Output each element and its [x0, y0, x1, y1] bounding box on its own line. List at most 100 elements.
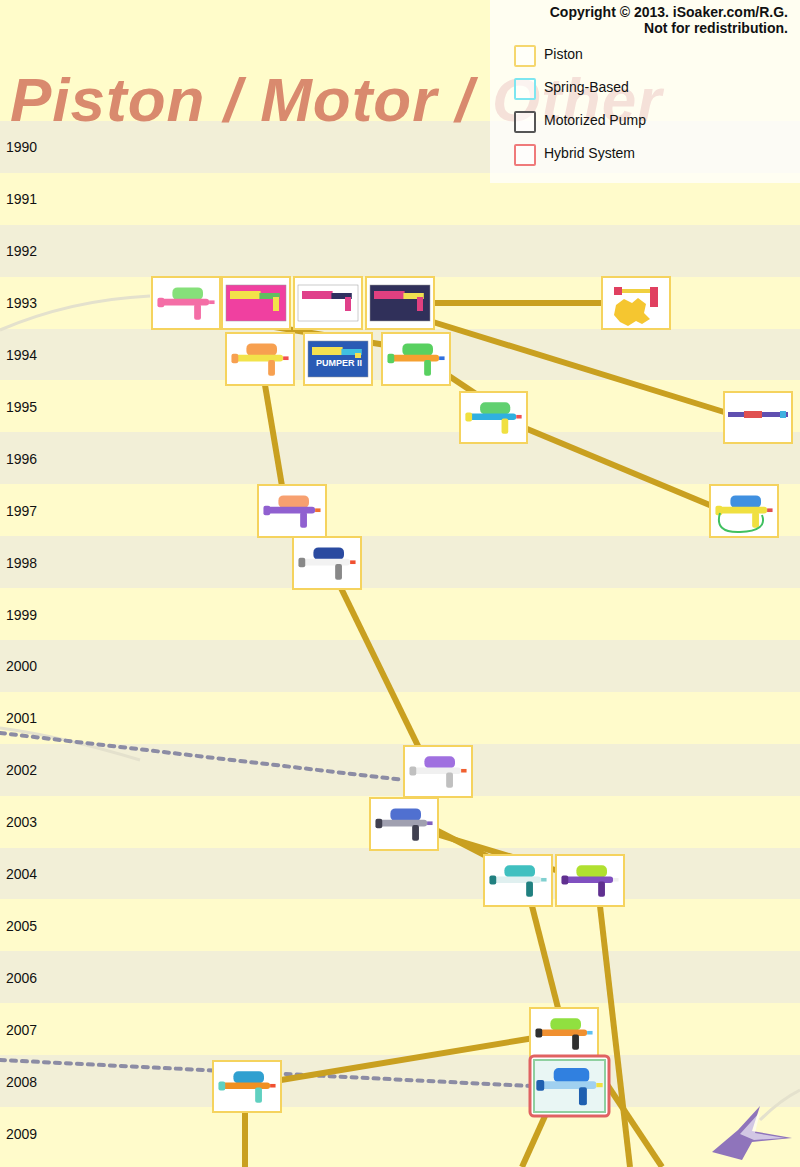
water-gun-thumbnail — [710, 485, 778, 537]
background-swoosh — [0, 728, 140, 760]
gun-grip — [598, 882, 605, 897]
year-label: 2004 — [6, 866, 37, 883]
water-gun-thumbnail — [484, 855, 552, 906]
lineage-line — [522, 1116, 545, 1167]
water-gun-thumbnail — [152, 277, 220, 329]
legend-label: Piston — [544, 46, 583, 63]
gun-nozzle — [461, 769, 466, 773]
water-gun-thumbnail — [222, 277, 290, 329]
water-gun-thumbnail — [404, 746, 472, 797]
year-band: 1999 — [0, 588, 800, 640]
long-tube — [728, 412, 788, 417]
gun-tank — [172, 287, 203, 299]
water-gun-thumbnail — [304, 333, 372, 385]
year-label: 1996 — [6, 451, 37, 468]
water-gun-thumbnail — [724, 392, 792, 443]
gun-tank — [390, 808, 421, 820]
legend-swatch — [514, 111, 536, 133]
gun-tank — [424, 756, 455, 768]
package-grip — [417, 297, 423, 311]
gun-grip — [268, 360, 275, 376]
water-gun-thumbnail — [382, 333, 450, 385]
lineage-line — [281, 1038, 534, 1080]
gun-nozzle — [209, 300, 214, 304]
package — [226, 285, 286, 321]
gun-body — [234, 355, 283, 362]
year-label: 2000 — [6, 658, 37, 675]
thumbnail-frame — [710, 485, 778, 537]
gun-pump — [218, 1081, 225, 1090]
year-label: 1999 — [6, 607, 37, 624]
gun-grip — [579, 1087, 587, 1105]
gun-body — [160, 299, 209, 306]
gun-body — [492, 876, 541, 883]
legend-swatch — [514, 78, 536, 100]
gun-body — [538, 1029, 587, 1036]
gun-pump — [387, 354, 394, 363]
thumbnail-frame — [370, 798, 438, 850]
gun-pump — [298, 558, 305, 567]
thumbnail-frame — [602, 277, 670, 329]
gun-grip — [424, 360, 431, 376]
year-label: 1997 — [6, 503, 37, 520]
legend-swatch — [514, 45, 536, 67]
year-label: 1998 — [6, 555, 37, 572]
year-label: 1995 — [6, 399, 37, 416]
water-gun-thumbnail — [293, 537, 361, 589]
thumbnail-frame — [724, 392, 792, 443]
water-gun-thumbnail — [258, 485, 326, 537]
lineage-line — [434, 300, 602, 306]
year-label: 1994 — [6, 347, 37, 364]
copyright-note: Not for redistribution. — [644, 20, 800, 36]
year-label: 2003 — [6, 814, 37, 831]
gun-grip — [335, 564, 342, 580]
thumbnail-frame — [304, 333, 372, 385]
gun-body — [539, 1081, 596, 1089]
logo-star — [712, 1106, 792, 1160]
gun-tank — [246, 343, 277, 355]
gun-grip — [255, 1088, 262, 1103]
legend-label: Spring-Based — [544, 79, 629, 96]
sponge — [614, 298, 650, 326]
package-text: PUMPER II — [314, 358, 364, 369]
thumbnail-frame — [294, 277, 362, 329]
year-label: 1991 — [6, 191, 37, 208]
thumbnail-frame — [382, 333, 450, 385]
gun-nozzle — [350, 560, 355, 564]
year-label: 2007 — [6, 1022, 37, 1039]
gun-body — [412, 767, 461, 774]
year-label: 2002 — [6, 762, 37, 779]
year-band: 1998 — [0, 536, 800, 588]
year-band: 2005 — [0, 900, 800, 952]
gun-tank — [554, 1068, 590, 1082]
gun-pump — [157, 298, 164, 307]
background-swoosh — [760, 1090, 800, 1120]
year-band: 1992 — [0, 225, 800, 277]
gun-body — [301, 559, 350, 566]
cap — [614, 287, 622, 295]
long-nozzle — [780, 411, 786, 418]
gun-grip — [526, 882, 533, 897]
thumbnail-frame — [484, 855, 552, 906]
water-gun-thumbnail — [366, 277, 434, 329]
gun-pump — [536, 1080, 544, 1091]
water-gun-thumbnail — [530, 1008, 598, 1059]
thumbnail-frame — [530, 1056, 609, 1116]
gun-grip — [446, 773, 453, 788]
gun-pump — [375, 819, 382, 828]
gun-grip — [412, 825, 419, 841]
year-label: 2009 — [6, 1126, 37, 1143]
gun-nozzle — [541, 878, 546, 882]
dotted-link — [0, 733, 404, 780]
year-band: 2009 — [0, 1107, 800, 1159]
year-band: 2004 — [0, 848, 800, 900]
package-stripe — [230, 291, 261, 299]
gun-pump — [465, 412, 472, 421]
thumbnail-frame — [404, 746, 472, 797]
water-gun-thumbnail — [294, 277, 362, 329]
thumbnail-frame — [556, 855, 624, 906]
year-label: 2001 — [6, 710, 37, 727]
thumbnail-frame — [366, 277, 434, 329]
background-swoosh — [0, 296, 150, 330]
gun-grip — [502, 419, 509, 434]
